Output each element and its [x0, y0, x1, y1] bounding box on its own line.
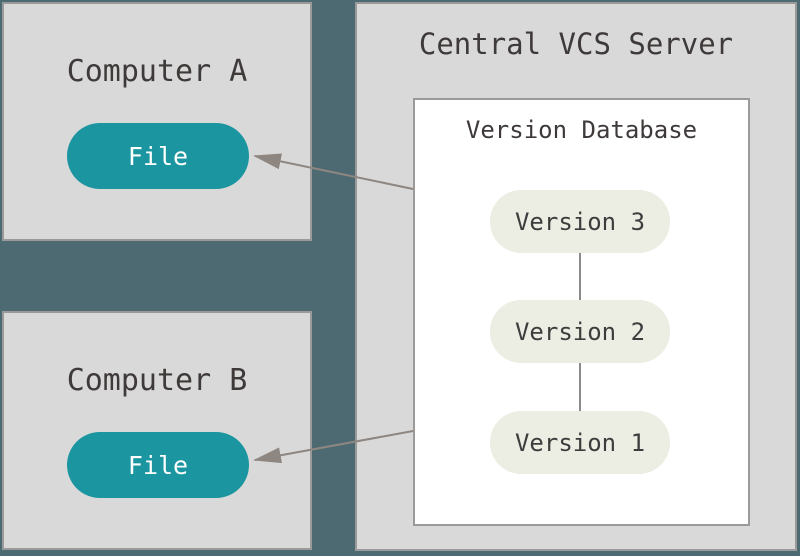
central-vcs-server-box: Central VCS Server Version Database Vers… — [355, 2, 797, 551]
central-vcs-server-title: Central VCS Server — [418, 27, 734, 61]
computer-b-file-pill: File — [67, 432, 249, 498]
version-connector-line-2-1 — [579, 363, 581, 411]
version-2-label: Version 2 — [514, 317, 646, 346]
computer-a-title: Computer A — [66, 54, 248, 89]
computer-b-file-label: File — [127, 450, 189, 480]
version-3-pill: Version 3 — [490, 190, 670, 253]
computer-a-file-label: File — [127, 141, 189, 171]
version-1-label: Version 1 — [514, 428, 646, 457]
version-database-box: Version Database Version 3 Version 2 Ver… — [413, 98, 750, 526]
version-connector-line-3-2 — [579, 253, 581, 300]
computer-a-box: Computer A File — [2, 2, 312, 241]
version-2-pill: Version 2 — [490, 300, 670, 363]
computer-a-file-pill: File — [67, 123, 249, 189]
computer-b-title: Computer B — [66, 363, 248, 398]
computer-b-box: Computer B File — [2, 311, 312, 550]
version-1-pill: Version 1 — [490, 411, 670, 474]
version-3-label: Version 3 — [514, 207, 646, 236]
version-database-title: Version Database — [465, 116, 698, 144]
